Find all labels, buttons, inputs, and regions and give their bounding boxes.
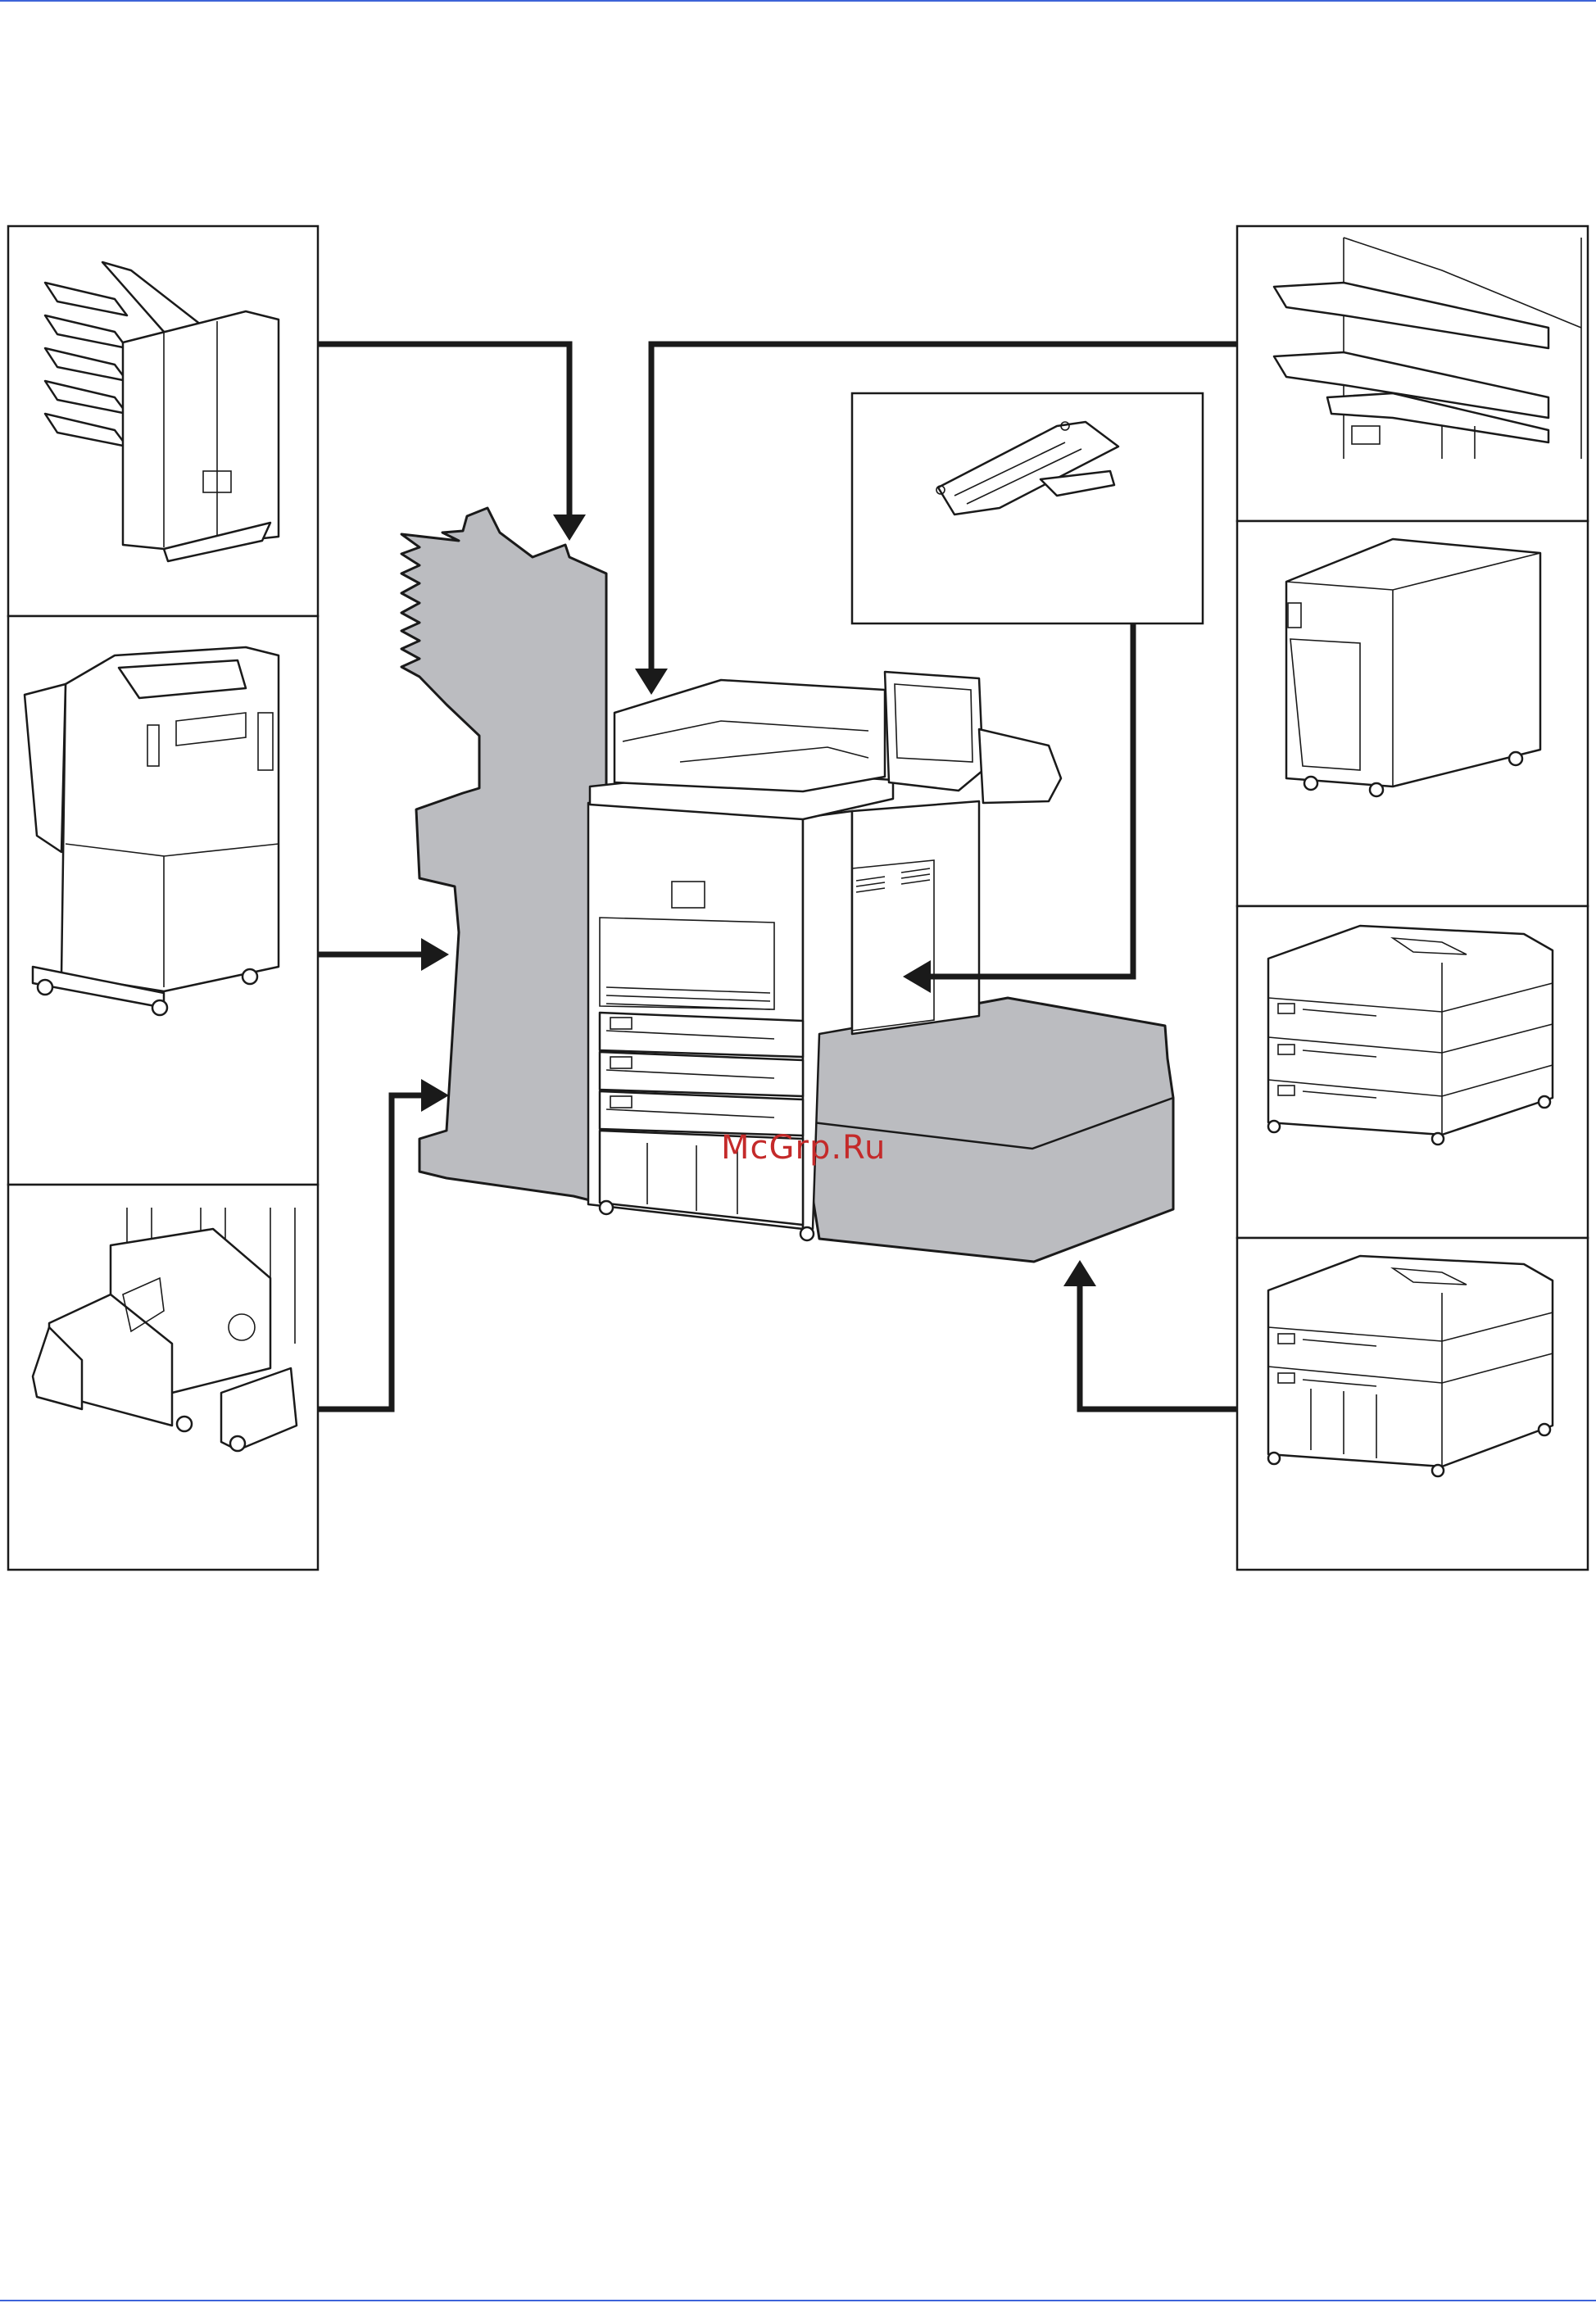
connector-floor-finisher xyxy=(318,938,449,971)
connector-folding-unit xyxy=(318,1079,449,1409)
side-feeder-icon xyxy=(1286,539,1540,796)
job-separator-trays-box xyxy=(1237,226,1588,521)
folding-unit-box xyxy=(8,1185,318,1570)
paper-feeder-icon xyxy=(1268,926,1553,1145)
paper-feeder-box xyxy=(1237,906,1588,1238)
mailbox-finisher-box xyxy=(8,226,318,616)
floor-finisher-box xyxy=(8,616,318,1185)
large-capacity-feeder-box xyxy=(1237,1238,1588,1570)
document-finisher-icon xyxy=(25,647,279,1015)
connector-feeders xyxy=(1063,1260,1237,1409)
watermark: McGrp.Ru xyxy=(721,1129,886,1167)
connector-mailbox-finisher xyxy=(318,344,586,541)
side-feeder-box xyxy=(1237,521,1588,906)
banner-tray-box xyxy=(852,393,1203,623)
